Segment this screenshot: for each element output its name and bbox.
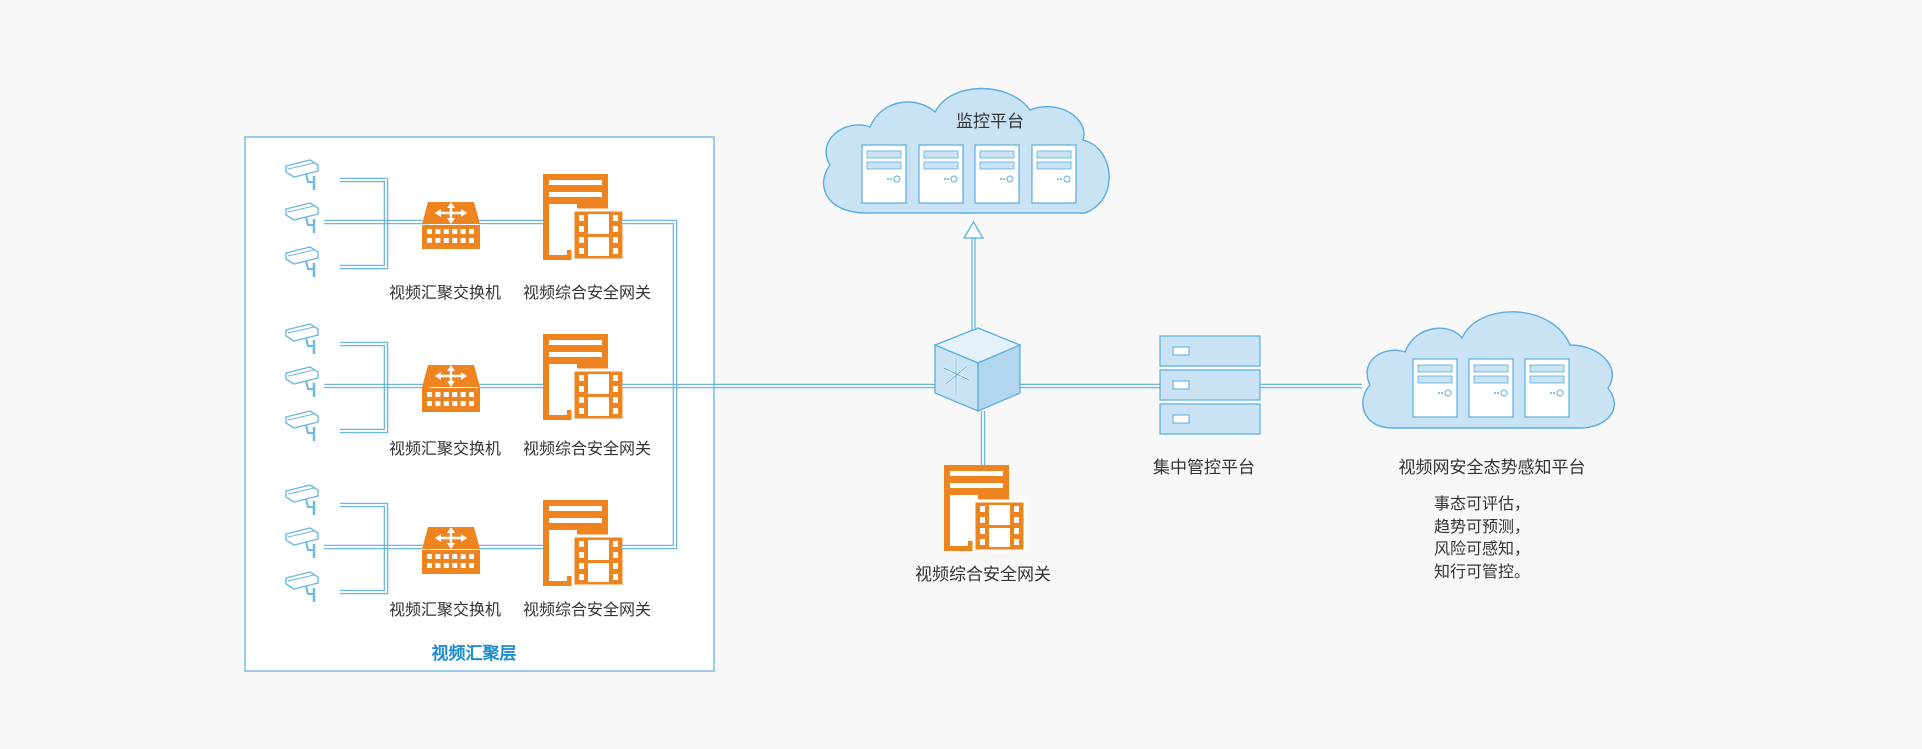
bottom-gateway-icon: [944, 465, 1027, 553]
switch-label-1: 视频汇聚交换机: [388, 283, 502, 302]
central-platform-label: 集中管控平台: [1153, 458, 1255, 478]
camera-icon: [285, 159, 319, 190]
camera-link: [324, 219, 430, 225]
switch-icon: [422, 202, 480, 249]
awareness-description: 事态可评估， 趋势可预测， 风险可感知， 知行可管控。: [1434, 493, 1530, 583]
camera-icon: [285, 527, 319, 558]
camera-icon: [285, 410, 319, 441]
server-icon: [1031, 144, 1077, 204]
description-line: 风险可感知，: [1434, 539, 1531, 558]
camera-icon: [285, 366, 319, 397]
server-icon: [974, 144, 1020, 204]
central-platform-icon: [1159, 335, 1261, 435]
camera-icon: [285, 484, 319, 515]
gateway-label-2: 视频综合安全网关: [522, 439, 652, 458]
server-icon: [1524, 358, 1570, 418]
switch-gateway-link: [478, 544, 543, 550]
switch-gateway-link: [478, 383, 543, 389]
server-icon: [861, 144, 907, 204]
camera-icon: [285, 202, 319, 233]
camera-icon: [285, 571, 319, 602]
awareness-platform-label: 视频网安全态势感知平台: [1398, 458, 1586, 478]
camera-link: [324, 383, 430, 389]
gateway-label-3: 视频综合安全网关: [522, 600, 652, 619]
server-icon: [1412, 358, 1458, 418]
camera-icon: [285, 323, 319, 354]
switch-icon: [422, 365, 480, 412]
uplink-arrow: [962, 220, 985, 330]
switch-label-3: 视频汇聚交换机: [388, 600, 502, 619]
server-icon: [918, 144, 964, 204]
monitor-platform-title: 监控平台: [956, 112, 1024, 132]
core-to-central-link: [1020, 383, 1160, 389]
core-to-gateway-link: [980, 411, 986, 465]
camera-link: [324, 544, 430, 550]
description-line: 趋势可预测，: [1434, 516, 1531, 536]
description-line: 知行可管控。: [1434, 561, 1531, 581]
camera-icon: [285, 246, 319, 277]
switch-gateway-link: [478, 219, 543, 225]
gateway-label-1: 视频综合安全网关: [522, 283, 652, 302]
aggregation-layer-title: 视频汇聚层: [431, 644, 517, 664]
switch-icon: [422, 527, 480, 574]
gateway-icon: [543, 174, 626, 262]
central-to-awareness-link: [1260, 383, 1362, 389]
gateway-icon: [543, 500, 626, 588]
bottom-gateway-label: 视频综合安全网关: [915, 565, 1051, 585]
gateway-icon: [543, 334, 626, 422]
switch-label-2: 视频汇聚交换机: [388, 439, 502, 458]
server-icon: [1468, 358, 1514, 418]
description-line: 事态可评估，: [1434, 494, 1531, 513]
trunk-to-core: [622, 383, 938, 389]
core-switch-icon: [933, 327, 1022, 412]
